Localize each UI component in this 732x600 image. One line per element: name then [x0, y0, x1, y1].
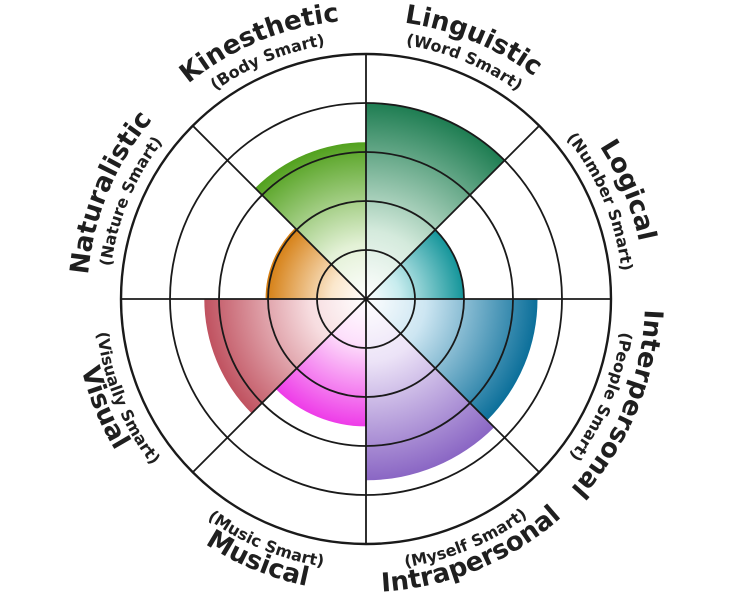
sector-interpersonal — [366, 299, 538, 421]
spoke-6 — [192, 298, 367, 473]
sector-naturalistic — [265, 227, 366, 299]
spoke-8 — [192, 125, 367, 300]
sector-kinesthetic — [255, 142, 366, 299]
sector-linguistic — [366, 103, 505, 299]
wheel-grid — [119, 52, 613, 546]
sector-logical — [366, 229, 464, 299]
spoke-4 — [365, 298, 540, 473]
sector-fills — [204, 103, 538, 481]
sector-intrapersonal — [366, 299, 495, 481]
spoke-2 — [365, 125, 540, 300]
